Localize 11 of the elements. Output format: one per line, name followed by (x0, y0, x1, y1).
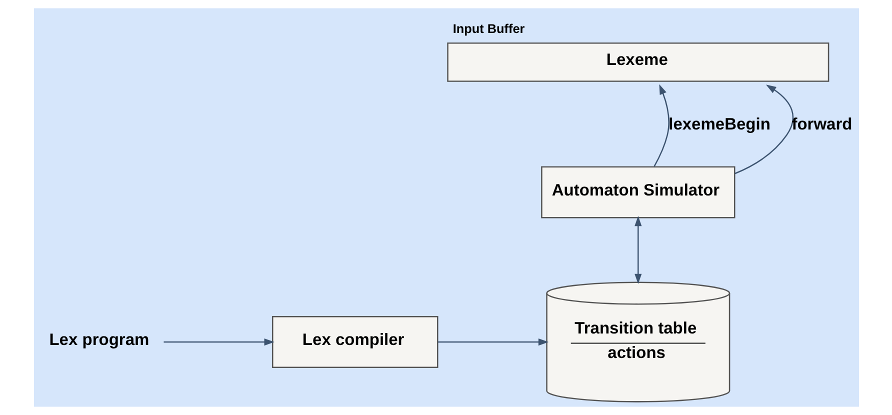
arrow (163, 338, 274, 346)
arrow (734, 84, 794, 174)
node-box: Automaton Simulator (540, 166, 735, 218)
node-box: Lex compiler (271, 316, 438, 368)
arrow (653, 84, 669, 167)
arrow (438, 338, 548, 346)
node-label: Input Buffer (452, 22, 524, 36)
edge-label: forward (791, 115, 852, 134)
node-text: Lex program (48, 331, 149, 350)
arrow (634, 216, 642, 284)
edge-label: lexemeBegin (668, 115, 770, 134)
